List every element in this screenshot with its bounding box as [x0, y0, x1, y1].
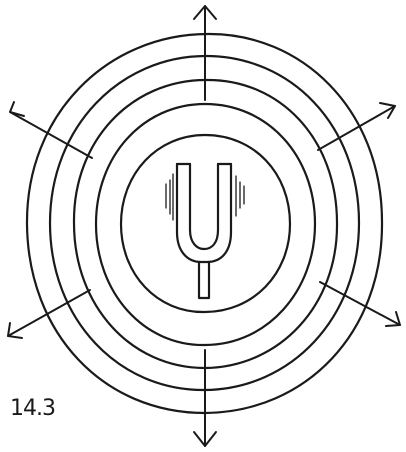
arrow-up-left-icon	[10, 102, 92, 158]
arrow-down-left-icon	[8, 290, 90, 338]
tuning-fork-icon	[166, 164, 244, 298]
wavefront-ring-4	[96, 104, 315, 345]
arrow-up-icon	[194, 6, 216, 100]
wavefront-ring-5	[121, 135, 290, 312]
radiating-arrows	[8, 6, 400, 446]
wavefront-ring-3	[74, 80, 337, 368]
figure-number: 14.3	[10, 396, 55, 421]
arrow-down-icon	[194, 350, 216, 446]
arrow-up-right-icon	[318, 103, 395, 150]
